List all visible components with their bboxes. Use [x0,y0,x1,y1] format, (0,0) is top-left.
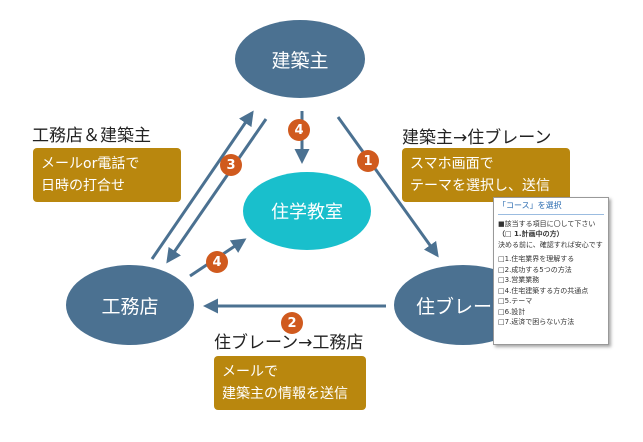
step-badge-4-contractor: 4 [206,251,228,273]
course-select-panel: 「コース」を選択 ■該当する項目に〇して下さい （□ 1.計画中の方） 決める前… [493,197,609,345]
course-item[interactable]: □3.営業業務 [498,276,540,284]
step-badge-4-owner: 4 [288,119,310,141]
box-line: 日時の打合せ [41,178,125,194]
course-intro-line: （□ 1.計画中の方） [498,230,564,238]
box-line: スマホ画面で [410,156,494,172]
course-item[interactable]: □7.返済で困らない方法 [498,318,575,326]
arrow-owner-to-sumi-brain [336,116,439,258]
arrow-contractor-to-owner [150,110,254,260]
course-intro-line: 決める前に、確認すれば安心です [498,240,603,249]
box-line: メールで [222,364,278,380]
box-contractor-owner: メールor電話で 日時の打合せ [33,148,181,202]
box-line: テーマを選択し、送信 [410,178,550,194]
course-item[interactable]: □5.テーマ [498,297,533,305]
course-item[interactable]: □2.成功する5つの方法 [498,265,572,274]
arrow-owner-to-contractor [166,118,268,264]
step-badge-1: 1 [357,150,379,172]
box-owner-sumi-brain: スマホ画面で テーマを選択し、送信 [402,148,570,202]
label-sumi-brain-contractor: 住ブレーン→工務店 [214,333,364,353]
course-panel-title: 「コース」を選択 [498,201,604,215]
label-owner-sumi-brain: 建築主→住ブレーン [402,128,552,148]
box-line: 建築主の情報を送信 [222,386,348,402]
node-classroom: 住学教室 [243,172,371,250]
label-contractor-owner: 工務店＆建築主 [32,126,151,146]
box-line: メールor電話で [41,156,140,172]
node-contractor: 工務店 [66,265,194,345]
step-badge-3: 3 [220,154,242,176]
node-owner: 建築主 [235,20,365,98]
course-item[interactable]: □4.住宅建築する方の共通点 [498,286,589,295]
course-item[interactable]: □1.住宅業界を理解する [498,255,575,263]
box-sumi-brain-contractor: メールで 建築主の情報を送信 [214,356,366,410]
course-item[interactable]: □6.設計 [498,307,526,316]
step-badge-2: 2 [281,312,303,334]
course-intro-line: ■該当する項目に〇して下さい [498,219,596,228]
